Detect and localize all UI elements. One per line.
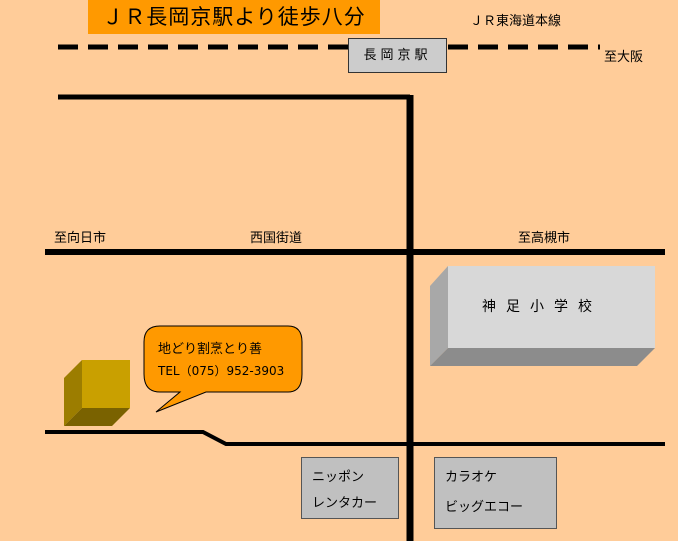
saigoku-road-label: 西国街道	[250, 231, 303, 246]
shop-line2: ビッグエコー	[445, 500, 524, 515]
restaurant-marker-bottom	[64, 408, 130, 426]
restaurant-marker	[82, 360, 130, 408]
school-building-front	[448, 266, 655, 348]
railway-line-label: ＪＲ東海道本線	[470, 14, 562, 29]
direction-osaka-label: 至大阪	[604, 50, 644, 65]
road-south-west	[45, 430, 410, 446]
restaurant-name: 地どり割烹とり善	[158, 342, 263, 357]
restaurant-phone: TEL（075）952-3903	[158, 364, 285, 378]
shop-line1: カラオケ	[445, 470, 498, 485]
title-banner: ＪＲ長岡京駅より徒歩八分	[88, 0, 380, 34]
school-name: 神足小学校	[482, 299, 602, 315]
school-building-side	[430, 266, 448, 366]
shop-nippon-rentacar: ニッポン レンタカー	[301, 457, 399, 519]
shop-line2: レンタカー	[312, 496, 378, 511]
direction-takatsuki-label: 至高槻市	[518, 231, 571, 246]
station-box: 長岡京駅	[348, 38, 447, 73]
shop-big-echo: カラオケ ビッグエコー	[434, 457, 557, 529]
restaurant-marker-side	[64, 360, 82, 426]
shop-line1: ニッポン	[312, 470, 365, 485]
direction-muko-label: 至向日市	[54, 231, 107, 246]
school-building-bottom	[430, 348, 655, 366]
restaurant-callout	[143, 325, 303, 413]
